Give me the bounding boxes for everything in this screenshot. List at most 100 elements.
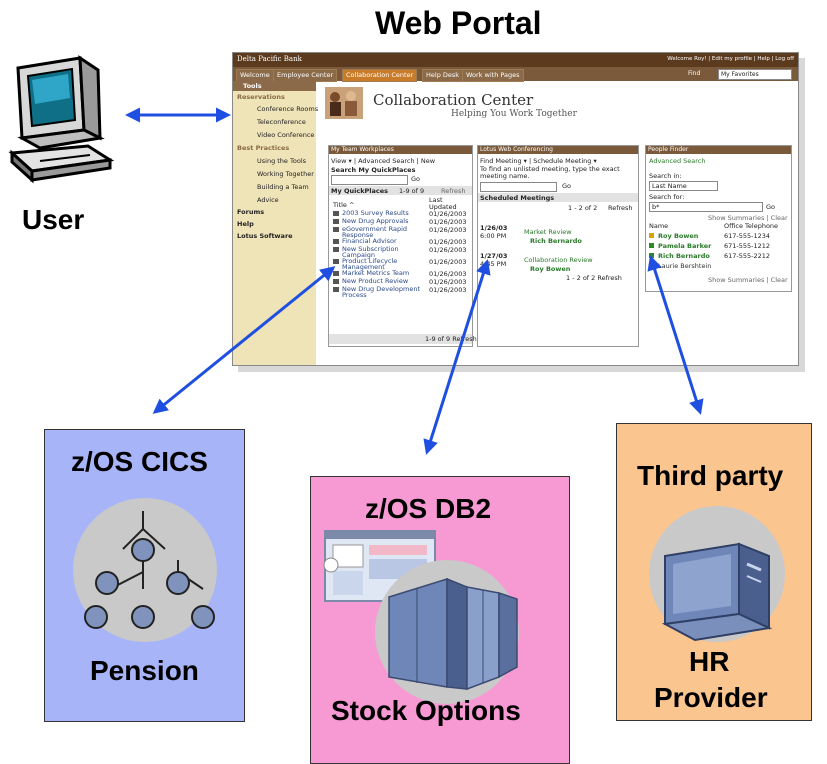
- people-search-in: Search in:: [649, 172, 682, 180]
- team-photo-icon: [325, 87, 363, 119]
- computer-icon: [8, 55, 115, 184]
- quickplace-date: 01/26/2003: [429, 218, 467, 226]
- meeting-name[interactable]: Collaboration Review: [524, 256, 593, 264]
- db2-title: z/OS DB2: [365, 493, 492, 524]
- quickplace-title[interactable]: Financial Advisor: [342, 237, 397, 245]
- workplaces-list-title: My QuickPlaces: [331, 187, 389, 195]
- person-phone: 617-555-2212: [724, 252, 771, 260]
- conferencing-refresh[interactable]: Refresh: [608, 204, 633, 212]
- quickplace-title[interactable]: New Subscription Campaign: [342, 245, 399, 259]
- quickplace-date: 01/26/2003: [429, 238, 467, 246]
- quickplace-title[interactable]: New Drug Approvals: [342, 217, 409, 225]
- scheduled-bar: [478, 193, 638, 202]
- quickplace-title[interactable]: New Drug Development Process: [342, 285, 420, 299]
- col-title[interactable]: Title ^: [333, 201, 355, 209]
- document-icon: [333, 279, 339, 284]
- nav-conference-rooms[interactable]: Conference Rooms: [257, 105, 319, 113]
- conferencing-header: Lotus Web Conferencing: [478, 146, 638, 154]
- find-link[interactable]: Find: [688, 70, 701, 77]
- document-icon: [333, 219, 339, 224]
- meeting-name[interactable]: Market Review: [524, 228, 572, 236]
- database-server-icon: [323, 530, 519, 704]
- document-icon: [333, 287, 339, 292]
- meeting-time: 6:00 PM: [480, 232, 507, 240]
- meeting-host[interactable]: Roy Bowen: [530, 265, 571, 273]
- portal-topbar: Delta Pacific Bank Welcome Roy! | Edit m…: [233, 53, 798, 67]
- quickplace-date: 01/26/2003: [429, 226, 467, 234]
- document-icon: [333, 227, 339, 232]
- people-advanced-search[interactable]: Advanced Search: [649, 157, 706, 165]
- people-search-for: Search for:: [649, 193, 685, 201]
- meeting-search-input[interactable]: [480, 182, 557, 192]
- nav-teleconference[interactable]: Teleconference: [257, 118, 306, 126]
- banner-title: Collaboration Center: [373, 91, 534, 109]
- banner-subtitle: Helping You Work Together: [451, 109, 577, 119]
- col-updated: Last Updated: [429, 196, 457, 211]
- arrow-cics-portal: [152, 266, 336, 414]
- nav-help[interactable]: Help: [237, 220, 254, 228]
- quickplace-title[interactable]: Product Lifecycle Management: [342, 257, 398, 271]
- quickplace-title[interactable]: New Product Review: [342, 277, 409, 285]
- presence-icon: [649, 243, 654, 248]
- person-phone: 617-555-1234: [724, 232, 771, 240]
- meeting-host[interactable]: Rich Bernardo: [530, 237, 582, 245]
- people-field-select[interactable]: Last Name: [649, 181, 718, 191]
- people-go[interactable]: Go: [766, 203, 776, 211]
- tab-work-with-pages[interactable]: Work with Pages: [462, 69, 524, 82]
- hierarchy-icon: [73, 498, 217, 642]
- person-name[interactable]: Roy Bowen: [658, 232, 699, 240]
- workplaces-footer-bar: [329, 334, 472, 344]
- nav-tools[interactable]: Tools: [233, 81, 316, 91]
- nav-lotus-software[interactable]: Lotus Software: [237, 232, 293, 240]
- document-icon: [333, 259, 339, 264]
- conferencing-links[interactable]: Find Meeting ▾ | Schedule Meeting ▾: [480, 157, 597, 165]
- person-name[interactable]: Pamela Barker: [658, 242, 712, 250]
- quickplace-date: 01/26/2003: [429, 246, 467, 254]
- user-label: User: [22, 204, 85, 235]
- nav-best-practices[interactable]: Best Practices: [237, 144, 290, 152]
- web-conferencing-panel: Lotus Web Conferencing Find Meeting ▾ | …: [477, 145, 639, 347]
- nav-using-tools[interactable]: Using the Tools: [257, 157, 307, 165]
- third-party-label-1: HR: [689, 646, 730, 677]
- conferencing-hint: To find an unlisted meeting, type the ex…: [480, 165, 620, 180]
- portal-tabbar: Welcome Employee Center Collaboration Ce…: [233, 67, 798, 82]
- top-links[interactable]: Welcome Roy! | Edit my profile | Help | …: [667, 56, 794, 62]
- cics-label: Pension: [90, 655, 199, 686]
- nav-building-team[interactable]: Building a Team: [257, 183, 309, 191]
- cics-title: z/OS CICS: [71, 446, 208, 477]
- favorites-select[interactable]: My Favorites: [718, 69, 792, 80]
- nav-forums[interactable]: Forums: [237, 208, 265, 216]
- nav-reservations[interactable]: Reservations: [237, 93, 285, 101]
- workplaces-search-label: Search My QuickPlaces: [331, 166, 416, 174]
- tab-collaboration-center[interactable]: Collaboration Center: [342, 69, 418, 82]
- people-query-input[interactable]: b*: [649, 202, 763, 212]
- quickplace-title[interactable]: 2003 Survey Results: [342, 209, 409, 217]
- document-icon: [333, 247, 339, 252]
- workplaces-go[interactable]: Go: [411, 175, 421, 183]
- conferencing-go[interactable]: Go: [562, 182, 572, 190]
- quickplace-title[interactable]: eGovernment Rapid Response: [342, 225, 408, 239]
- quickplace-title[interactable]: Market Metrics Team: [342, 269, 410, 277]
- presence-icon: [649, 233, 654, 238]
- people-footer[interactable]: Show Summaries | Clear: [708, 276, 788, 284]
- nav-video-conference[interactable]: Video Conference: [257, 131, 315, 139]
- collaboration-banner: Collaboration Center Helping You Work To…: [321, 83, 791, 138]
- third-party-box: Third party HR Provider: [616, 423, 812, 721]
- db2-label: Stock Options: [331, 695, 521, 726]
- meeting-date: 1/27/03: [480, 252, 508, 260]
- server-computer-icon: [649, 506, 785, 642]
- nav-advice[interactable]: Advice: [257, 196, 279, 204]
- workplaces-links[interactable]: View ▾ | Advanced Search | New: [331, 157, 436, 165]
- person-phone: 671-555-1212: [724, 242, 771, 250]
- document-icon: [333, 211, 339, 216]
- cics-box: z/OS CICS Pension: [44, 429, 245, 722]
- document-icon: [333, 239, 339, 244]
- quickplace-date: 01/26/2003: [429, 210, 467, 218]
- people-show-summaries[interactable]: Show Summaries | Clear: [708, 214, 788, 222]
- conferencing-footer[interactable]: 1 - 2 of 2 Refresh: [566, 274, 622, 282]
- conferencing-paging: 1 - 2 of 2: [568, 204, 598, 212]
- nav-working-together[interactable]: Working Together: [257, 170, 314, 178]
- workplaces-refresh[interactable]: Refresh: [441, 187, 466, 195]
- workplaces-search-input[interactable]: [331, 175, 408, 185]
